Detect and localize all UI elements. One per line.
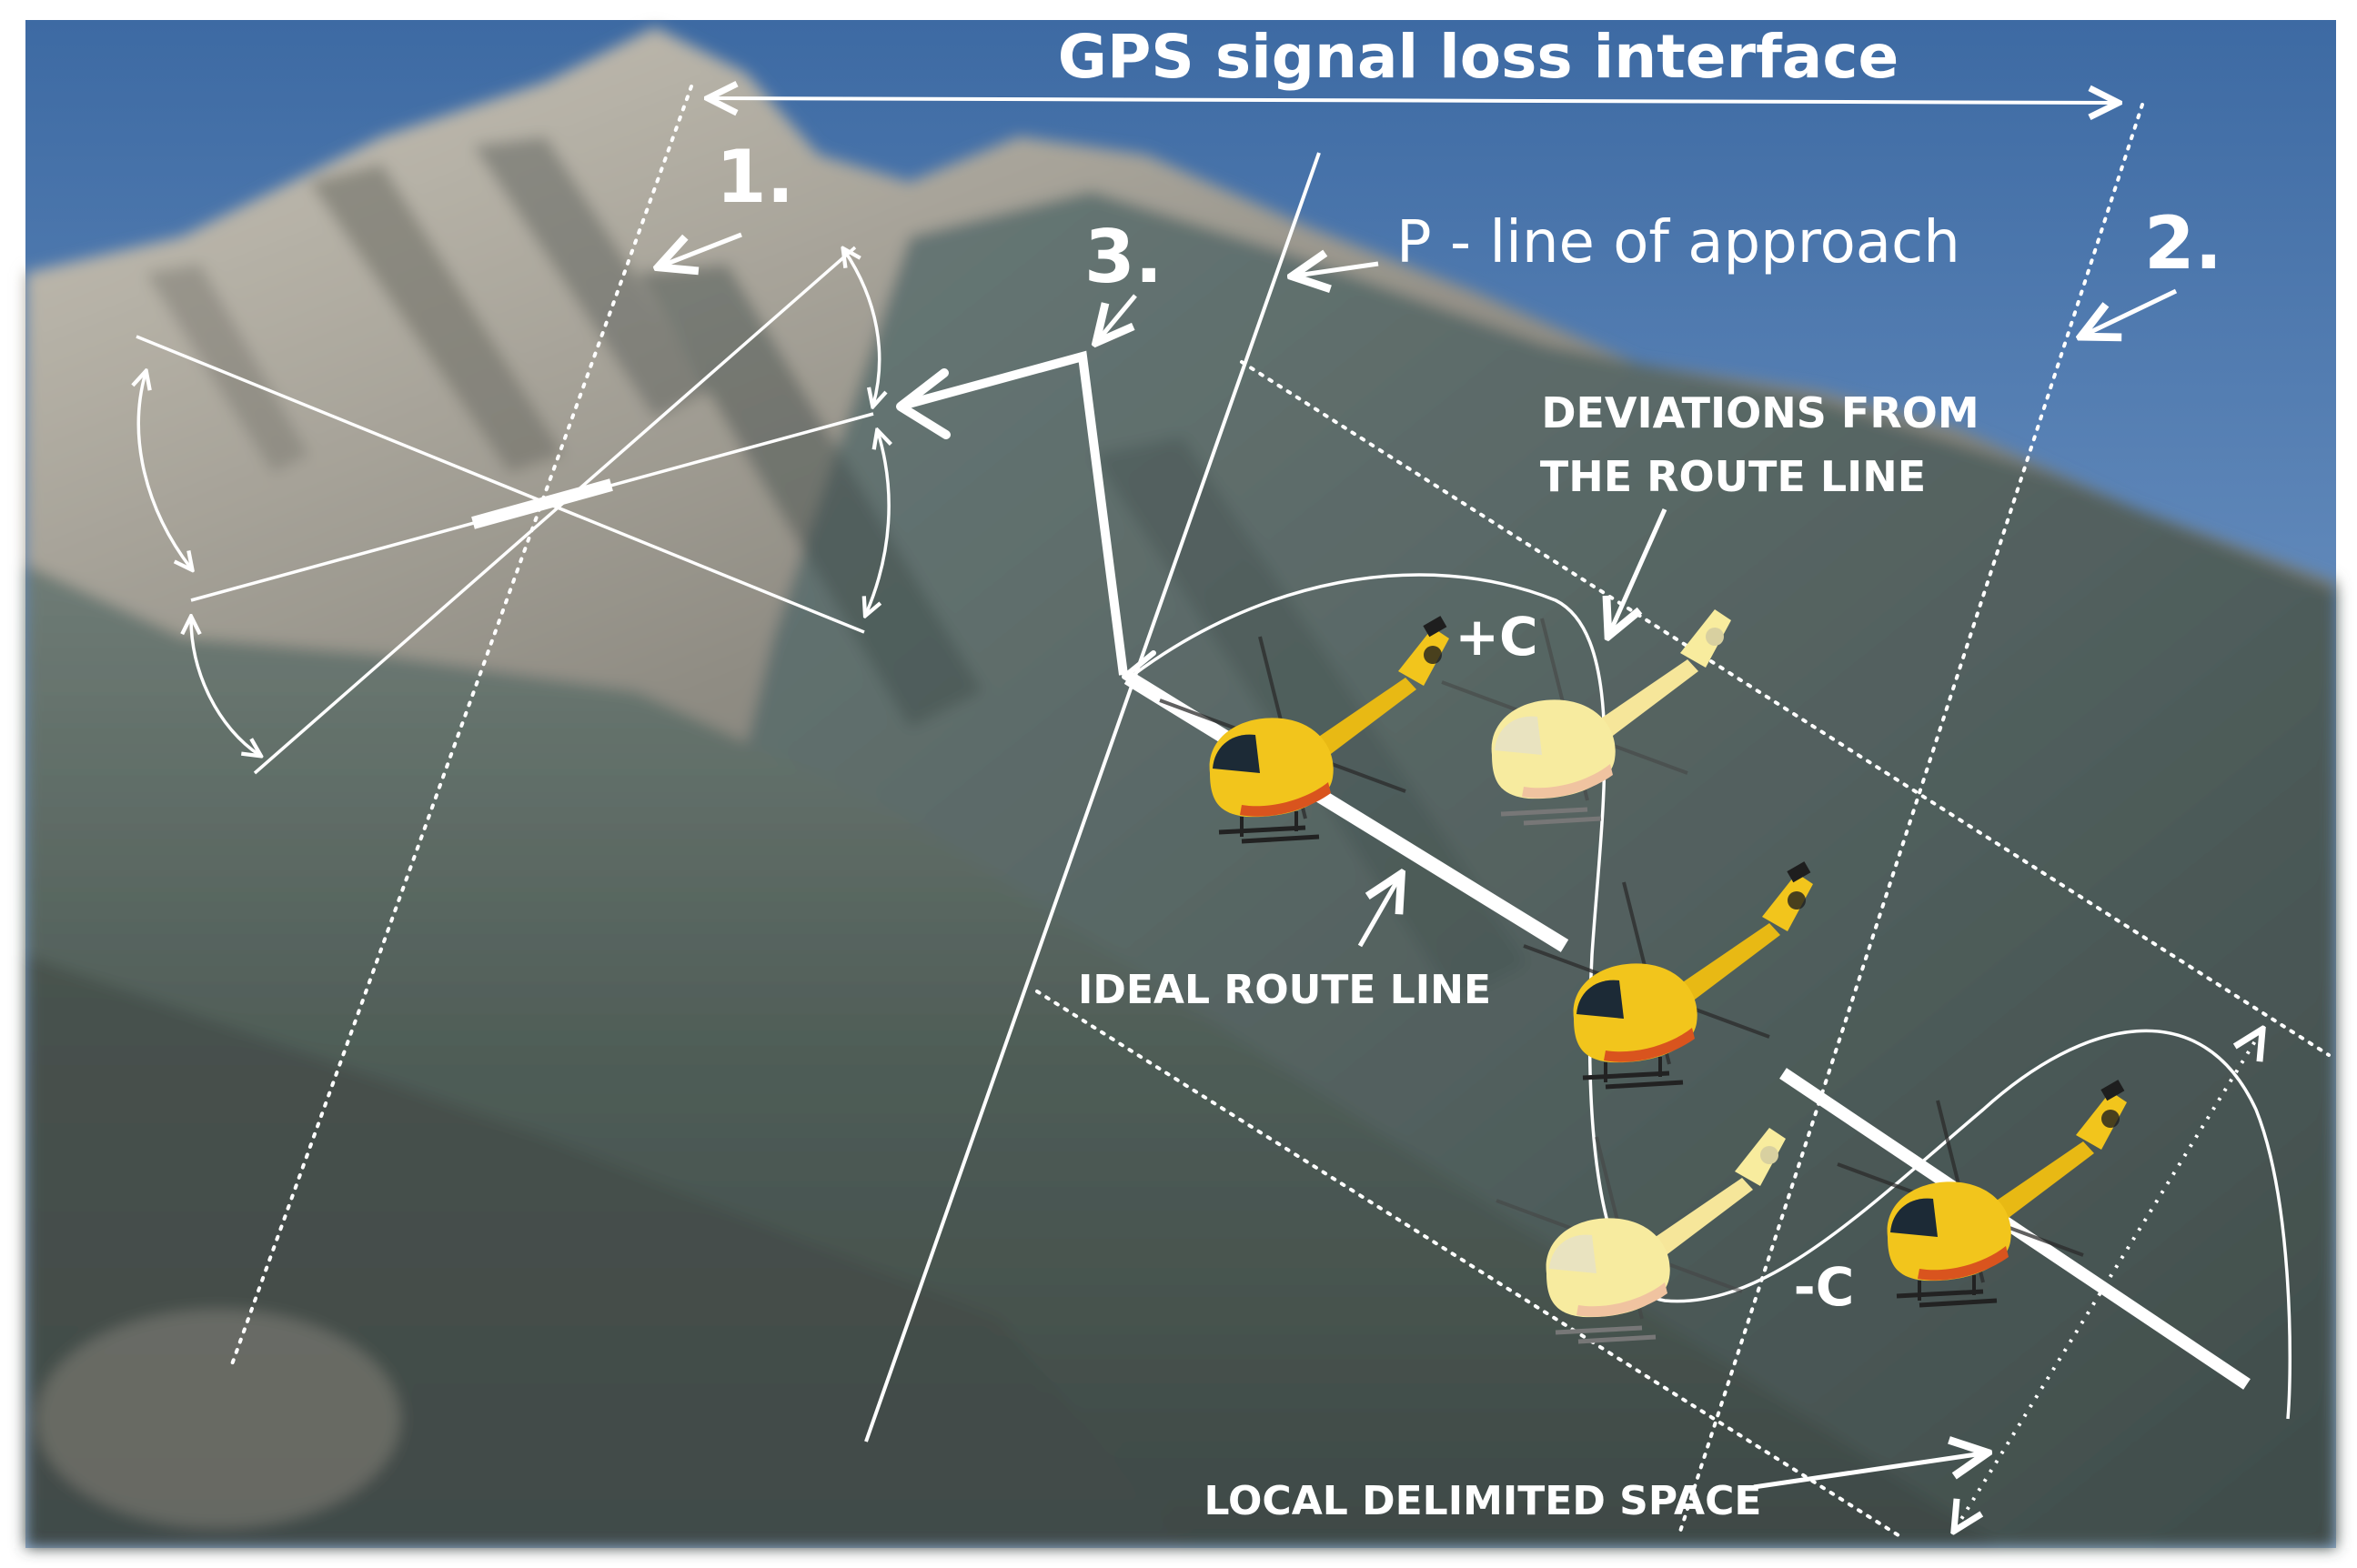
local-space-label: LOCAL DELIMITED SPACE bbox=[1204, 1478, 1762, 1524]
pointer-arrow-3 bbox=[1099, 294, 1137, 339]
diagram-title: GPS signal loss interface bbox=[1058, 22, 1899, 92]
deviations-label-line2: THE ROUTE LINE bbox=[1540, 452, 1926, 501]
minus-c-label: -C bbox=[1794, 1256, 1855, 1318]
pointer-arrow-approach bbox=[1296, 264, 1379, 276]
ideal-route-label: IDEAL ROUTE LINE bbox=[1078, 967, 1491, 1013]
boundary-line-1 bbox=[230, 85, 693, 1366]
pointer-arrow-ideal-route bbox=[1357, 878, 1399, 948]
recovery-path-3 bbox=[903, 350, 1128, 676]
deviations-label-line1: DEVIATIONS FROM bbox=[1541, 388, 1979, 437]
boundary-line-2 bbox=[1677, 103, 2144, 1539]
pointer-arrow-1 bbox=[662, 232, 742, 266]
pointer-arrow-deviations bbox=[1610, 508, 1667, 632]
approach-label: P - line of approach bbox=[1396, 209, 1960, 276]
labels: GPS signal loss interface 1. 2. 3. P - l… bbox=[716, 22, 2222, 1524]
corridor-lower-line bbox=[1035, 990, 1903, 1539]
annotation-layer bbox=[136, 85, 2331, 1539]
pointer-arrow-local-space bbox=[1753, 1453, 1983, 1490]
mountain-background bbox=[25, 20, 2336, 1548]
intersection-arrowhead bbox=[1122, 650, 1158, 699]
pointer-arrow-2 bbox=[2085, 288, 2178, 335]
plus-c-label: +C bbox=[1455, 606, 1537, 668]
marker-1: 1. bbox=[716, 135, 794, 219]
fan-of-headings bbox=[136, 247, 889, 775]
approach-line bbox=[864, 152, 1321, 1442]
gps-interface-arrow bbox=[711, 98, 2115, 103]
marker-3: 3. bbox=[1084, 215, 1163, 299]
marker-2: 2. bbox=[2144, 201, 2222, 286]
corridor-upper-line bbox=[1240, 360, 2331, 1057]
recovery-arrowhead bbox=[896, 368, 951, 439]
ideal-route-line-upper bbox=[1123, 671, 1569, 952]
